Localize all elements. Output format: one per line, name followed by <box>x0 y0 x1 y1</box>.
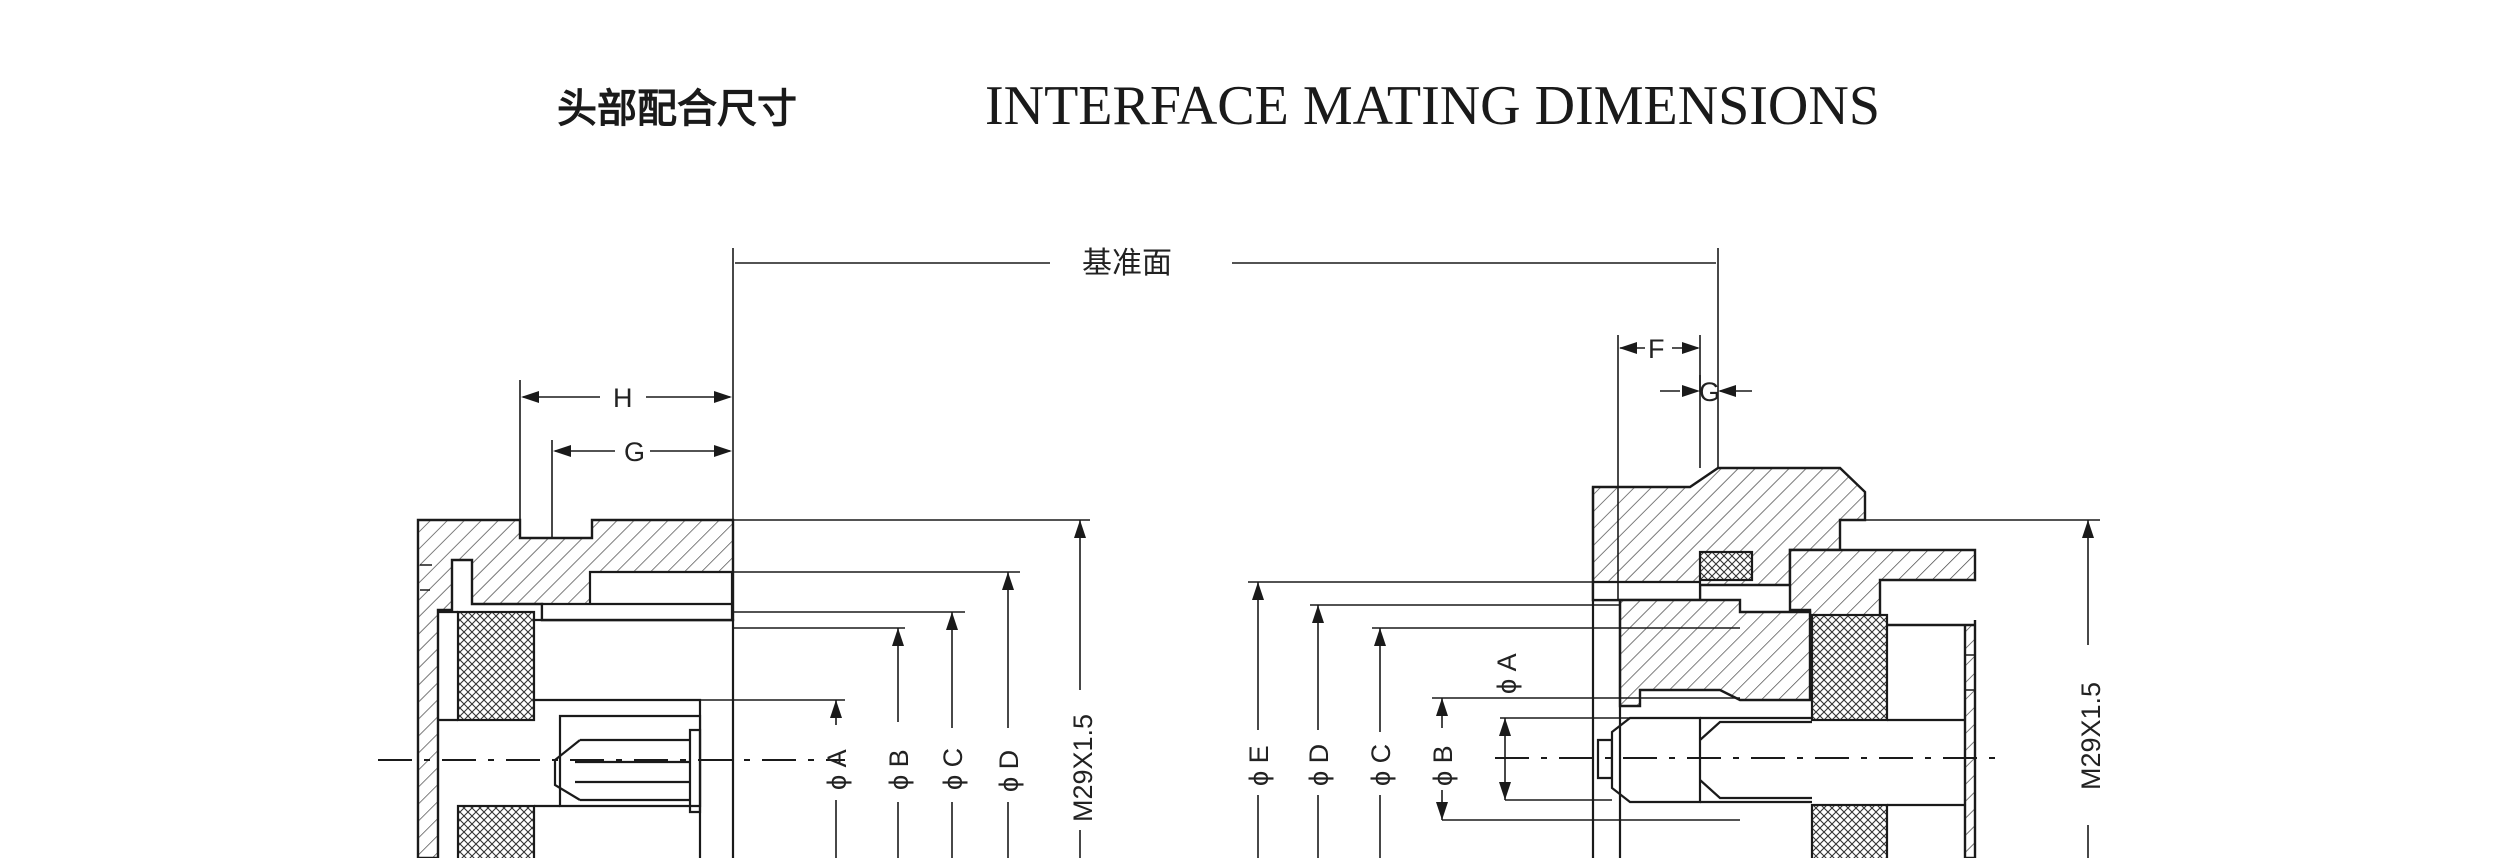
right-insulator-lower <box>1810 803 1889 858</box>
left-dimension-phiC: ϕ C <box>938 612 968 858</box>
right-label-phiE: ϕ E <box>1244 745 1274 786</box>
left-dimension-thread: M29X1.5 <box>1068 520 1098 858</box>
left-dimension-H: H <box>519 380 732 520</box>
right-dimension-F: F <box>1617 334 1701 600</box>
left-label-phiA: ϕ A <box>822 749 852 790</box>
right-pin-body <box>1610 716 1702 804</box>
reference-plane-dimension: 基准面 <box>732 246 1719 620</box>
left-dimension-G: G <box>551 437 732 538</box>
right-diameter-extensions <box>1248 519 2100 719</box>
left-connector-view <box>416 518 735 858</box>
right-dimension-G: G <box>1660 375 1752 407</box>
left-label-phiB: ϕ B <box>884 749 914 790</box>
right-label-phiC: ϕ C <box>1366 744 1396 786</box>
left-inner-step <box>540 602 734 622</box>
left-insulator-lower <box>456 804 536 858</box>
left-diameter-extensions <box>700 519 1090 701</box>
left-label-phiC: ϕ C <box>938 748 968 790</box>
left-dimension-phiA: ϕ A <box>822 700 852 858</box>
reference-plane-label: 基准面 <box>1082 246 1172 281</box>
right-connector-view <box>1591 466 1977 858</box>
right-label-G: G <box>1699 377 1720 407</box>
right-dimension-phiC: ϕ C <box>1366 628 1396 858</box>
right-label-phiA: ϕ A <box>1492 653 1522 694</box>
right-dimension-phiE: ϕ E <box>1244 582 1274 858</box>
right-dimension-phiD: ϕ D <box>1304 605 1334 858</box>
left-dimension-phiD: ϕ D <box>994 572 1024 858</box>
right-label-phiD: ϕ D <box>1304 744 1334 786</box>
left-label-thread: M29X1.5 <box>1068 714 1098 822</box>
title-chinese: 头部配合尺寸 <box>557 86 797 132</box>
right-label-F: F <box>1648 334 1665 364</box>
right-insulator-upper <box>1810 613 1889 722</box>
right-dimension-phiB: ϕ B <box>1428 698 1740 821</box>
right-contact-body <box>1618 598 1812 708</box>
right-label-phiB: ϕ B <box>1428 745 1458 786</box>
right-dimension-thread: M29X1.5 <box>2076 520 2106 858</box>
right-dimension-phiA: ϕ A <box>1492 653 1612 801</box>
left-label-phiD: ϕ D <box>994 750 1024 792</box>
left-insulator-upper <box>456 610 536 722</box>
left-dimension-phiB: ϕ B <box>884 628 914 858</box>
right-label-thread: M29X1.5 <box>2076 682 2106 790</box>
left-label-H: H <box>613 383 633 413</box>
title-english: INTERFACE MATING DIMENSIONS <box>985 75 1880 137</box>
right-nut-insert <box>1698 550 1754 582</box>
left-label-G: G <box>624 437 645 467</box>
left-socket-fingers <box>553 738 690 802</box>
right-step-ring <box>1591 580 1702 602</box>
